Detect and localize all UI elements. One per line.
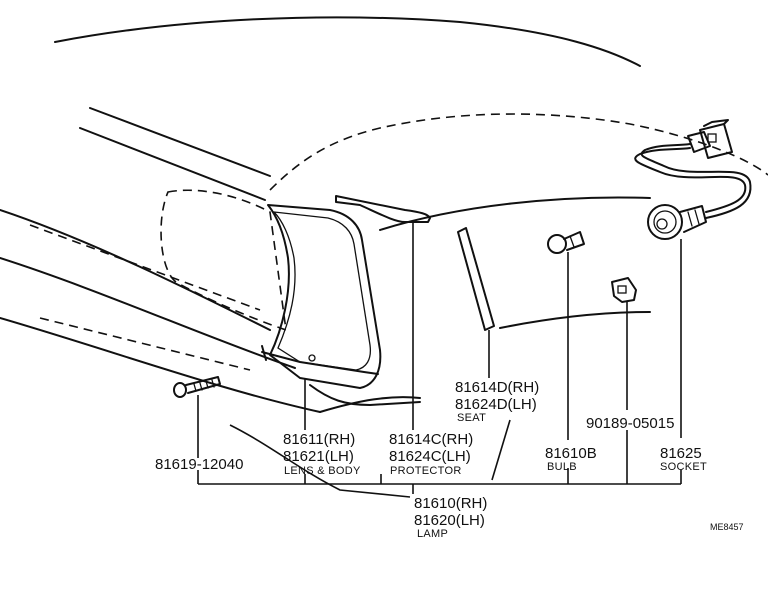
side-window-outline bbox=[160, 189, 287, 332]
protector-rh-number: 81614C(RH) bbox=[389, 431, 473, 448]
svg-text:81611(RH): 81611(RH) bbox=[283, 431, 355, 448]
svg-text:81620(LH): 81620(LH) bbox=[414, 512, 485, 529]
clip-number: 90189-05015 bbox=[586, 415, 674, 432]
lens-lh-number: 81621(LH) bbox=[283, 448, 354, 465]
label-seat: 81614D(RH) 81624D(LH) SEAT bbox=[455, 379, 539, 424]
protector-part bbox=[335, 195, 431, 223]
socket-number: 81625 bbox=[660, 445, 702, 462]
label-screw: 81619-12040 bbox=[155, 456, 243, 473]
svg-text:SOCKET: SOCKET bbox=[660, 461, 707, 473]
lens-rh-number: 81611(RH) bbox=[283, 431, 355, 448]
svg-text:81610(RH): 81610(RH) bbox=[414, 495, 487, 512]
bulb-part bbox=[547, 231, 585, 254]
svg-text:SEAT: SEAT bbox=[457, 412, 486, 424]
seat-lh-number: 81624D(LH) bbox=[455, 396, 537, 413]
lamp-lh-number: 81620(LH) bbox=[414, 512, 485, 529]
seat-rh-number: 81614D(RH) bbox=[455, 379, 539, 396]
socket-part bbox=[634, 119, 752, 240]
label-socket: 81625 SOCKET bbox=[660, 445, 707, 473]
lower-line-dashed bbox=[39, 317, 251, 371]
protector-caption: PROTECTOR bbox=[390, 465, 462, 477]
label-bulb: 81610B BULB bbox=[545, 445, 597, 473]
svg-text:81621(LH): 81621(LH) bbox=[283, 448, 354, 465]
car-body-outline bbox=[0, 16, 768, 413]
reference-code: ME8457 bbox=[710, 522, 744, 532]
seat-caption: SEAT bbox=[457, 412, 486, 424]
protector-lh-number: 81624C(LH) bbox=[389, 448, 471, 465]
bulb-number: 81610B bbox=[545, 445, 597, 462]
svg-text:90189-05015: 90189-05015 bbox=[586, 415, 674, 432]
lens-and-body-part bbox=[261, 204, 382, 389]
seat-part bbox=[457, 227, 495, 331]
bulb-caption: BULB bbox=[547, 461, 577, 473]
svg-text:BULB: BULB bbox=[547, 461, 577, 473]
svg-text:81614C(RH): 81614C(RH) bbox=[389, 431, 473, 448]
label-lamp: 81610(RH) 81620(LH) LAMP bbox=[414, 495, 487, 540]
leader-lines bbox=[197, 222, 682, 498]
svg-text:81624D(LH): 81624D(LH) bbox=[455, 396, 537, 413]
svg-text:LENS & BODY: LENS & BODY bbox=[284, 465, 361, 477]
lamp-caption: LAMP bbox=[417, 528, 448, 540]
lamp-rh-number: 81610(RH) bbox=[414, 495, 487, 512]
label-protector: 81614C(RH) 81624C(LH) PROTECTOR bbox=[389, 431, 473, 477]
screw-part bbox=[173, 376, 221, 398]
label-lens-body: 81611(RH) 81621(LH) LENS & BODY bbox=[283, 431, 361, 477]
svg-text:81619-12040: 81619-12040 bbox=[155, 456, 243, 473]
svg-text:81614D(RH): 81614D(RH) bbox=[455, 379, 539, 396]
svg-text:81610B: 81610B bbox=[545, 445, 597, 462]
body-line-dashed bbox=[29, 224, 261, 311]
svg-text:81625: 81625 bbox=[660, 445, 702, 462]
svg-text:PROTECTOR: PROTECTOR bbox=[390, 465, 462, 477]
screw-number: 81619-12040 bbox=[155, 456, 243, 473]
svg-text:81624C(LH): 81624C(LH) bbox=[389, 448, 471, 465]
label-clip: 90189-05015 bbox=[586, 415, 674, 432]
svg-text:LAMP: LAMP bbox=[417, 528, 448, 540]
lens-caption: LENS & BODY bbox=[284, 465, 361, 477]
socket-caption: SOCKET bbox=[660, 461, 707, 473]
clip-part bbox=[611, 277, 637, 303]
